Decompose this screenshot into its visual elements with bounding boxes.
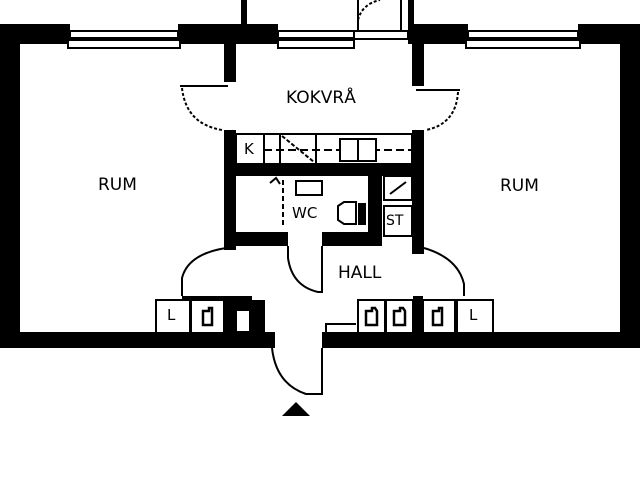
- walls: [0, 0, 640, 348]
- window-left-outer: [69, 30, 179, 39]
- closet-left-small: [235, 309, 251, 333]
- room-label-hall: HALL: [338, 263, 382, 283]
- closet-right-l: [456, 299, 494, 334]
- cabinet-diagonal: [389, 181, 407, 195]
- closet-l-label-left: L: [167, 306, 176, 324]
- room-label-rum-right: RUM: [500, 176, 539, 196]
- door-hall-right-arc: [423, 247, 465, 296]
- interior-wall-right-upper: [412, 44, 424, 86]
- hanger-icon-right-3: [431, 306, 444, 327]
- dishwasher-diagonal: [281, 135, 315, 163]
- ext-wall-stub-right: [408, 0, 414, 26]
- room-label-wc: WC: [292, 204, 318, 222]
- window-right-outer: [467, 30, 579, 39]
- window-kitchen-inner: [277, 39, 355, 49]
- wc-fixtures: [269, 176, 366, 225]
- closet-right-3: [422, 299, 456, 334]
- balcony-door-frame: [353, 30, 409, 40]
- interior-wall-left-upper: [224, 44, 236, 82]
- toilet-icon: [337, 201, 357, 225]
- closet-left-hanger: [190, 299, 225, 334]
- outer-wall-left: [0, 24, 20, 348]
- wc-bottom-wall-right: [322, 232, 382, 246]
- wc-bottom-wall-left: [224, 232, 288, 246]
- hanger-icon-right-1: [364, 306, 379, 327]
- shower-icon: [269, 176, 281, 185]
- door-left-arc: [181, 87, 223, 131]
- cabinet-st: [383, 205, 413, 237]
- bottom-wall-left: [0, 332, 275, 348]
- storage-st-label: ST: [386, 213, 404, 229]
- wc-right-wall: [368, 176, 382, 246]
- radiator-icon: [325, 323, 356, 332]
- kitchen-counter: [235, 133, 413, 165]
- closet-right-1: [357, 299, 386, 334]
- interior-wall-right-lower: [412, 130, 424, 254]
- room-label-kokvra: KOKVRÅ: [286, 88, 356, 108]
- top-wall-2: [178, 24, 278, 44]
- bottom-wall-right: [322, 332, 640, 348]
- wc-door-arc: [287, 246, 323, 293]
- hanger-icon-left: [201, 306, 214, 327]
- toilet-tank: [358, 203, 366, 225]
- entrance-door-arc: [271, 347, 323, 395]
- door-swings: [180, 0, 465, 395]
- balcony-door-arc: [357, 0, 381, 21]
- window-left-inner: [67, 39, 181, 49]
- storage-cabinets: [383, 175, 413, 237]
- interior-wall-left-lower: [224, 130, 236, 250]
- kitchen-k-label: K: [244, 140, 254, 158]
- windows: [67, 30, 581, 49]
- hanger-glyphs: [201, 306, 444, 327]
- top-wall-1: [0, 24, 70, 44]
- closet-l-label-right: L: [469, 306, 478, 324]
- closets: [155, 299, 494, 334]
- door-right-arc: [425, 91, 459, 131]
- ext-wall-stub-left: [241, 0, 247, 26]
- room-label-rum-left: RUM: [98, 175, 137, 195]
- kitchen-bottom-wall: [224, 164, 424, 176]
- door-hall-left-arc: [181, 247, 227, 296]
- hanger-icon-right-2: [392, 306, 407, 327]
- entrance-arrow-icon: [282, 402, 310, 416]
- window-kitchen-outer: [277, 30, 355, 39]
- closet-right-2: [385, 299, 414, 334]
- hall-wall-stub: [412, 240, 424, 254]
- top-wall-3: [408, 24, 468, 44]
- top-wall-4: [578, 24, 640, 44]
- outer-wall-right: [620, 24, 640, 348]
- window-right-inner: [465, 39, 581, 49]
- closet-separator-right: [413, 296, 423, 332]
- sink-icon: [295, 180, 323, 196]
